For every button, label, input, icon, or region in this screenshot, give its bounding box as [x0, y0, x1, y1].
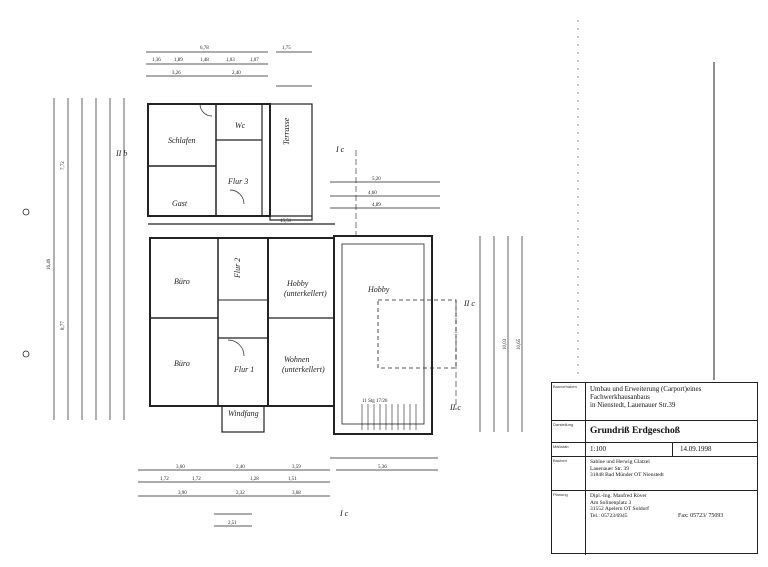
tb-scale: 1:100: [590, 445, 606, 453]
dim-top-6: 3,26: [172, 71, 181, 76]
dim-ur-520: 5,20: [372, 177, 381, 182]
tb-client-line-2: Lauenauer Str. 39: [590, 465, 629, 472]
room-hobby-1: Hobby: [286, 279, 309, 288]
tb-project-line-1: Umbau und Erweiterung (Carport)eines: [590, 385, 702, 393]
tb-project-line-2: Fachwerkhausanbaus: [590, 393, 650, 401]
tb-drawing-title: Grundriß Erdgeschoß: [590, 426, 681, 436]
dim-top-total: 6,78: [200, 46, 209, 51]
room-flur1: Flur 1: [233, 365, 254, 374]
dim-bottom-251: 2,51: [228, 521, 237, 526]
room-schlafen: Schlafen: [168, 136, 196, 145]
extension-inner: [341, 243, 425, 425]
door-swing-3: [227, 339, 245, 357]
section-marker-ic-top: I c: [335, 145, 345, 154]
dim-bottom-7: 1,51: [288, 477, 297, 482]
tb-row-massstab: Maßstab 1:100 14.09.1998: [552, 443, 757, 457]
dim-bottom-8: 3,90: [178, 491, 187, 496]
tb-row-planung: Planung Dipl.-Ing. Manfred Röver Am Soli…: [552, 491, 757, 555]
dim-bottom-5: 1,72: [192, 477, 201, 482]
room-terrasse: Terrasse: [282, 117, 291, 145]
tb-fax: Fax: 05723/ 75093: [678, 512, 724, 519]
tb-row-darstellung: Darstellung Grundriß Erdgeschoß: [552, 421, 757, 443]
section-marker-iic-bottom: II c: [449, 403, 461, 412]
dim-top-1: 1,36: [152, 58, 161, 63]
tb-row-bauherr: Bauherr Sabine und Herwig Glatzel Lauena…: [552, 457, 757, 491]
door-swing-1: [199, 103, 213, 117]
dim-left-upper: 7,72: [61, 161, 66, 170]
lower-block-outline: [149, 237, 269, 407]
room-gast: Gast: [172, 199, 188, 208]
dim-bottom-2: 2,40: [236, 465, 245, 470]
tb-client: Sabine und Herwig Glatzel Lauenauer Str.…: [590, 459, 754, 479]
room-hobby-1-note: (unterkellert): [284, 289, 327, 298]
dim-right-1003: 10,03: [503, 338, 508, 350]
stair-label: 11 Stg 17/26: [362, 399, 388, 404]
tb-client-line-1: Sabine und Herwig Glatzel: [590, 459, 650, 465]
door-swing-2: [229, 189, 245, 205]
room-hobby-2: Hobby: [367, 285, 390, 294]
dim-top-7: 2,40: [232, 71, 241, 76]
section-marker-ic-bottom: I c: [339, 509, 349, 518]
tb-project: Umbau und Erweiterung (Carport)eines Fac…: [590, 385, 754, 409]
extension-outline: [333, 235, 433, 435]
punch-hole-1: [22, 208, 30, 216]
windfang-outline: [221, 405, 265, 433]
dim-bottom-536: 5,36: [378, 465, 387, 470]
punch-hole-2: [22, 350, 30, 358]
tb-project-line-3: in Nienstedt, Lauenauer Str.39: [590, 401, 676, 409]
dim-top-3: 1,48: [200, 58, 209, 63]
room-wohnen: Wohnen: [284, 355, 309, 364]
section-marker-iic: II c: [463, 299, 475, 308]
dim-left-lower: 8,77: [61, 321, 66, 330]
room-wohnen-note: (unterkellert): [282, 365, 325, 374]
room-flur2: Flur 2: [233, 258, 242, 279]
dim-right-1065: 10,65: [517, 338, 522, 350]
dim-bottom-3: 3,59: [292, 465, 301, 470]
room-buero-1: Büro: [174, 277, 190, 286]
tb-architect-line-2: Am Solinenplatz 3: [590, 499, 632, 506]
title-block: Bauvorhaben Umbau und Erweiterung (Carpo…: [551, 382, 758, 555]
dim-top-2: 1,89: [174, 58, 183, 63]
tb-architect-line-3: 31552 Apelern OT Soldorf: [590, 506, 650, 512]
room-wc: Wc: [235, 121, 246, 130]
tb-label-bauvorhaben: Bauvorhaben: [552, 383, 586, 420]
carport-dashed: [377, 299, 457, 369]
tb-tel: Tel.: 05723/6945: [590, 512, 628, 519]
dim-bottom-10: 3,68: [292, 491, 301, 496]
tb-label-planung: Planung: [552, 491, 586, 555]
dim-top-4: 1,03: [226, 58, 235, 63]
tb-label-massstab: Maßstab: [552, 443, 586, 456]
dim-mid-1551: 15,51: [280, 219, 292, 224]
upper-block-outline: [147, 103, 271, 217]
tb-label-bauherr: Bauherr: [552, 457, 586, 490]
dim-ur-460: 4,60: [368, 191, 377, 196]
tb-date: 14.09.1998: [680, 445, 712, 453]
dim-left-total: 16,49: [47, 258, 52, 270]
middle-block-outline: [267, 237, 335, 407]
tb-label-darstellung: Darstellung: [552, 421, 586, 442]
dim-ur-489: 4,89: [372, 203, 381, 208]
room-windfang: Windfang: [228, 409, 259, 418]
dim-top-right: 1,75: [282, 46, 291, 51]
room-buero-2: Büro: [174, 359, 190, 368]
stair-steps: [361, 404, 417, 430]
dim-bottom-1: 3,60: [176, 465, 185, 470]
room-flur3: Flur 3: [227, 177, 248, 186]
terrace-outline: [269, 103, 313, 221]
tb-client-line-3: 31848 Bad Münder OT Nienstedt: [590, 472, 664, 478]
dim-bottom-9: 2,32: [236, 491, 245, 496]
dim-top-5: 1,07: [250, 58, 259, 63]
tb-architect-line-1: Dipl.-Ing. Manfred Röver: [590, 493, 647, 499]
dim-bottom-6: 1,28: [250, 477, 259, 482]
dim-bottom-4: 1,72: [160, 477, 169, 482]
tb-row-project: Bauvorhaben Umbau und Erweiterung (Carpo…: [552, 383, 757, 421]
section-marker-iib: II b: [115, 149, 127, 158]
tb-architect: Dipl.-Ing. Manfred Röver Am Solinenplatz…: [590, 493, 754, 520]
